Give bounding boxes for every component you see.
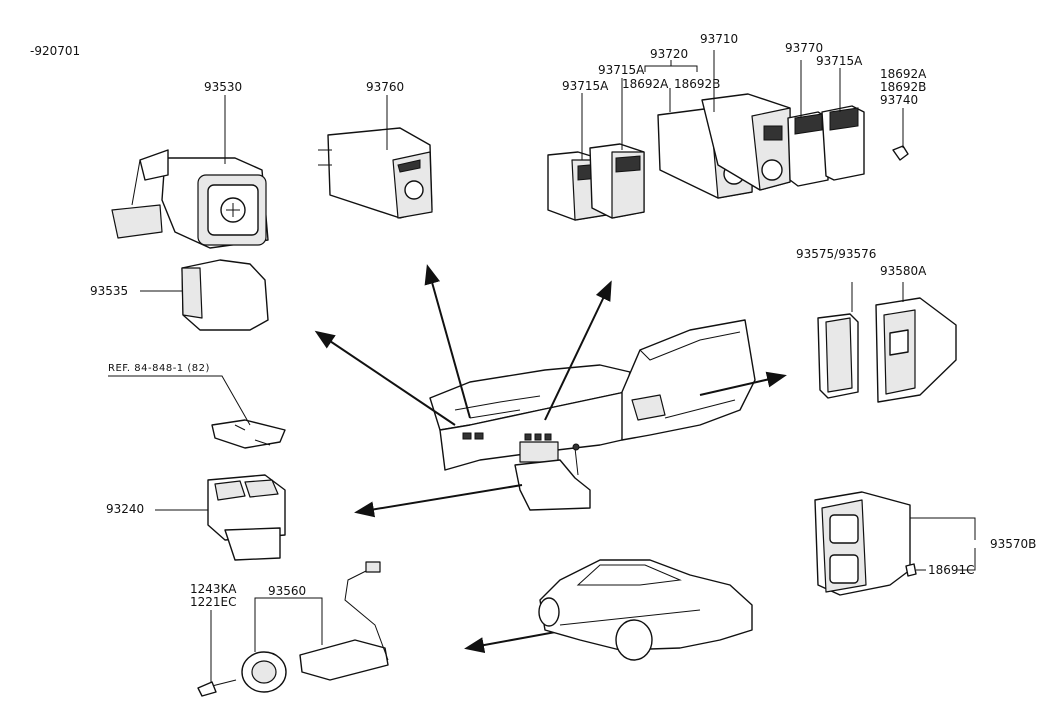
label-93760: 93760 [366, 80, 405, 94]
car-illustration [538, 559, 753, 661]
label-93560: 93560 [268, 584, 307, 598]
part-93535-illustration [140, 259, 269, 331]
part-93575-93580A-illustration [817, 282, 957, 403]
label-93715A-mid: 93715A [598, 63, 645, 77]
part-93240-illustration [155, 474, 286, 561]
label-18691C: 18691C [928, 563, 975, 577]
ref-part-illustration [108, 375, 286, 449]
label-93740: 93740 [880, 93, 919, 107]
label-93570B: 93570B [990, 537, 1037, 551]
label-93575-93576: 93575/93576 [796, 247, 877, 261]
label-18692A-right: 18692A [880, 67, 927, 81]
label-93535: 93535 [90, 284, 129, 298]
dashboard-interior-illustration [429, 319, 756, 511]
label-93580A: 93580A [880, 264, 927, 278]
ref-code-label: -920701 [30, 44, 81, 58]
label-93240: 93240 [106, 502, 145, 516]
part-93570B-illustration [814, 491, 976, 596]
label-93710: 93710 [700, 32, 739, 46]
label-1243KA: 1243KA [190, 582, 237, 596]
label-93770: 93770 [785, 41, 824, 55]
label-93715A-right: 93715A [816, 54, 863, 68]
part-93560-illustration [197, 561, 389, 697]
label-18692A-mid: 18692A [622, 77, 669, 91]
label-1221EC: 1221EC [190, 595, 237, 609]
label-93530: 93530 [204, 80, 243, 94]
part-93530-illustration [111, 95, 269, 249]
switch-cluster-illustration [547, 50, 909, 221]
label-93720: 93720 [650, 47, 689, 61]
label-18692B-right: 18692B [880, 80, 927, 94]
label-18692B-mid: 18692B [674, 77, 721, 91]
part-93760-illustration [318, 95, 433, 219]
label-93715A-left: 93715A [562, 79, 609, 93]
ref-note-label: REF. 84-848-1 (82) [108, 363, 210, 374]
